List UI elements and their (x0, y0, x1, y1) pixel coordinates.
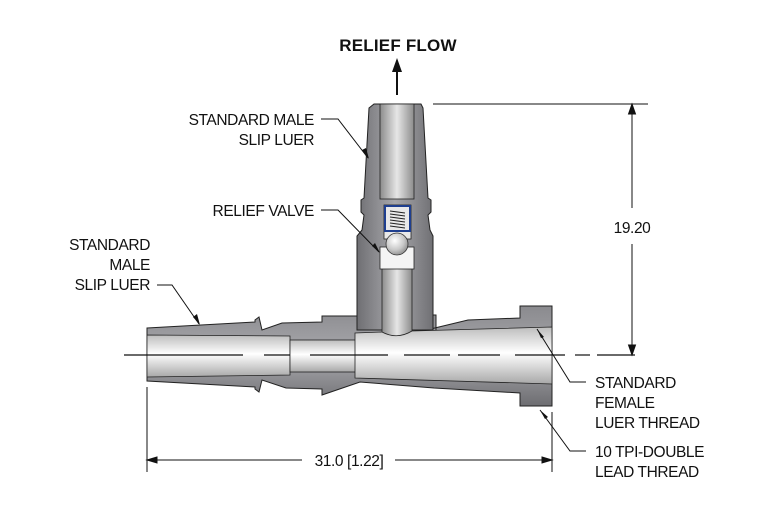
label-thread-line1: 10 TPI-DOUBLE (595, 444, 704, 461)
label-top-male-luer-line1: STANDARD MALE (189, 112, 314, 129)
height-dimension-value: 19.20 (614, 220, 652, 237)
label-side-male-luer-line1: STANDARD (69, 237, 150, 254)
label-thread-line2: LEAD THREAD (595, 464, 699, 481)
height-dimension (433, 102, 648, 357)
label-side-male-luer-line2: MALE (109, 257, 150, 274)
riser-lower-bore (381, 267, 413, 339)
center-bore (289, 339, 357, 373)
label-relief-valve-text: RELIEF VALVE (213, 203, 315, 220)
spring-housing (384, 205, 411, 232)
label-relief-valve: RELIEF VALVE (213, 203, 380, 253)
label-female-luer: STANDARD FEMALE LUER THREAD (536, 328, 700, 432)
riser-bore (379, 103, 415, 200)
label-top-male-luer-line2: SLIP LUER (239, 132, 315, 149)
label-female-luer-line3: LUER THREAD (595, 415, 700, 432)
length-dimension (146, 387, 553, 472)
length-dimension-value: 31.0 [1.22] (315, 453, 384, 470)
valve-ball (385, 232, 409, 256)
label-side-male-luer-line3: SLIP LUER (75, 277, 151, 294)
spring-icon (389, 210, 406, 229)
label-top-male-luer: STANDARD MALE SLIP LUER (189, 112, 369, 159)
relief-flow-arrow (392, 58, 402, 95)
label-female-luer-line2: FEMALE (595, 395, 655, 412)
label-female-luer-line1: STANDARD (595, 375, 676, 392)
label-thread: 10 TPI-DOUBLE LEAD THREAD (539, 409, 705, 481)
label-side-male-luer: STANDARD MALE SLIP LUER (69, 237, 200, 325)
relief-flow-title: RELIEF FLOW (339, 36, 457, 55)
male-luer-bore (146, 334, 291, 378)
